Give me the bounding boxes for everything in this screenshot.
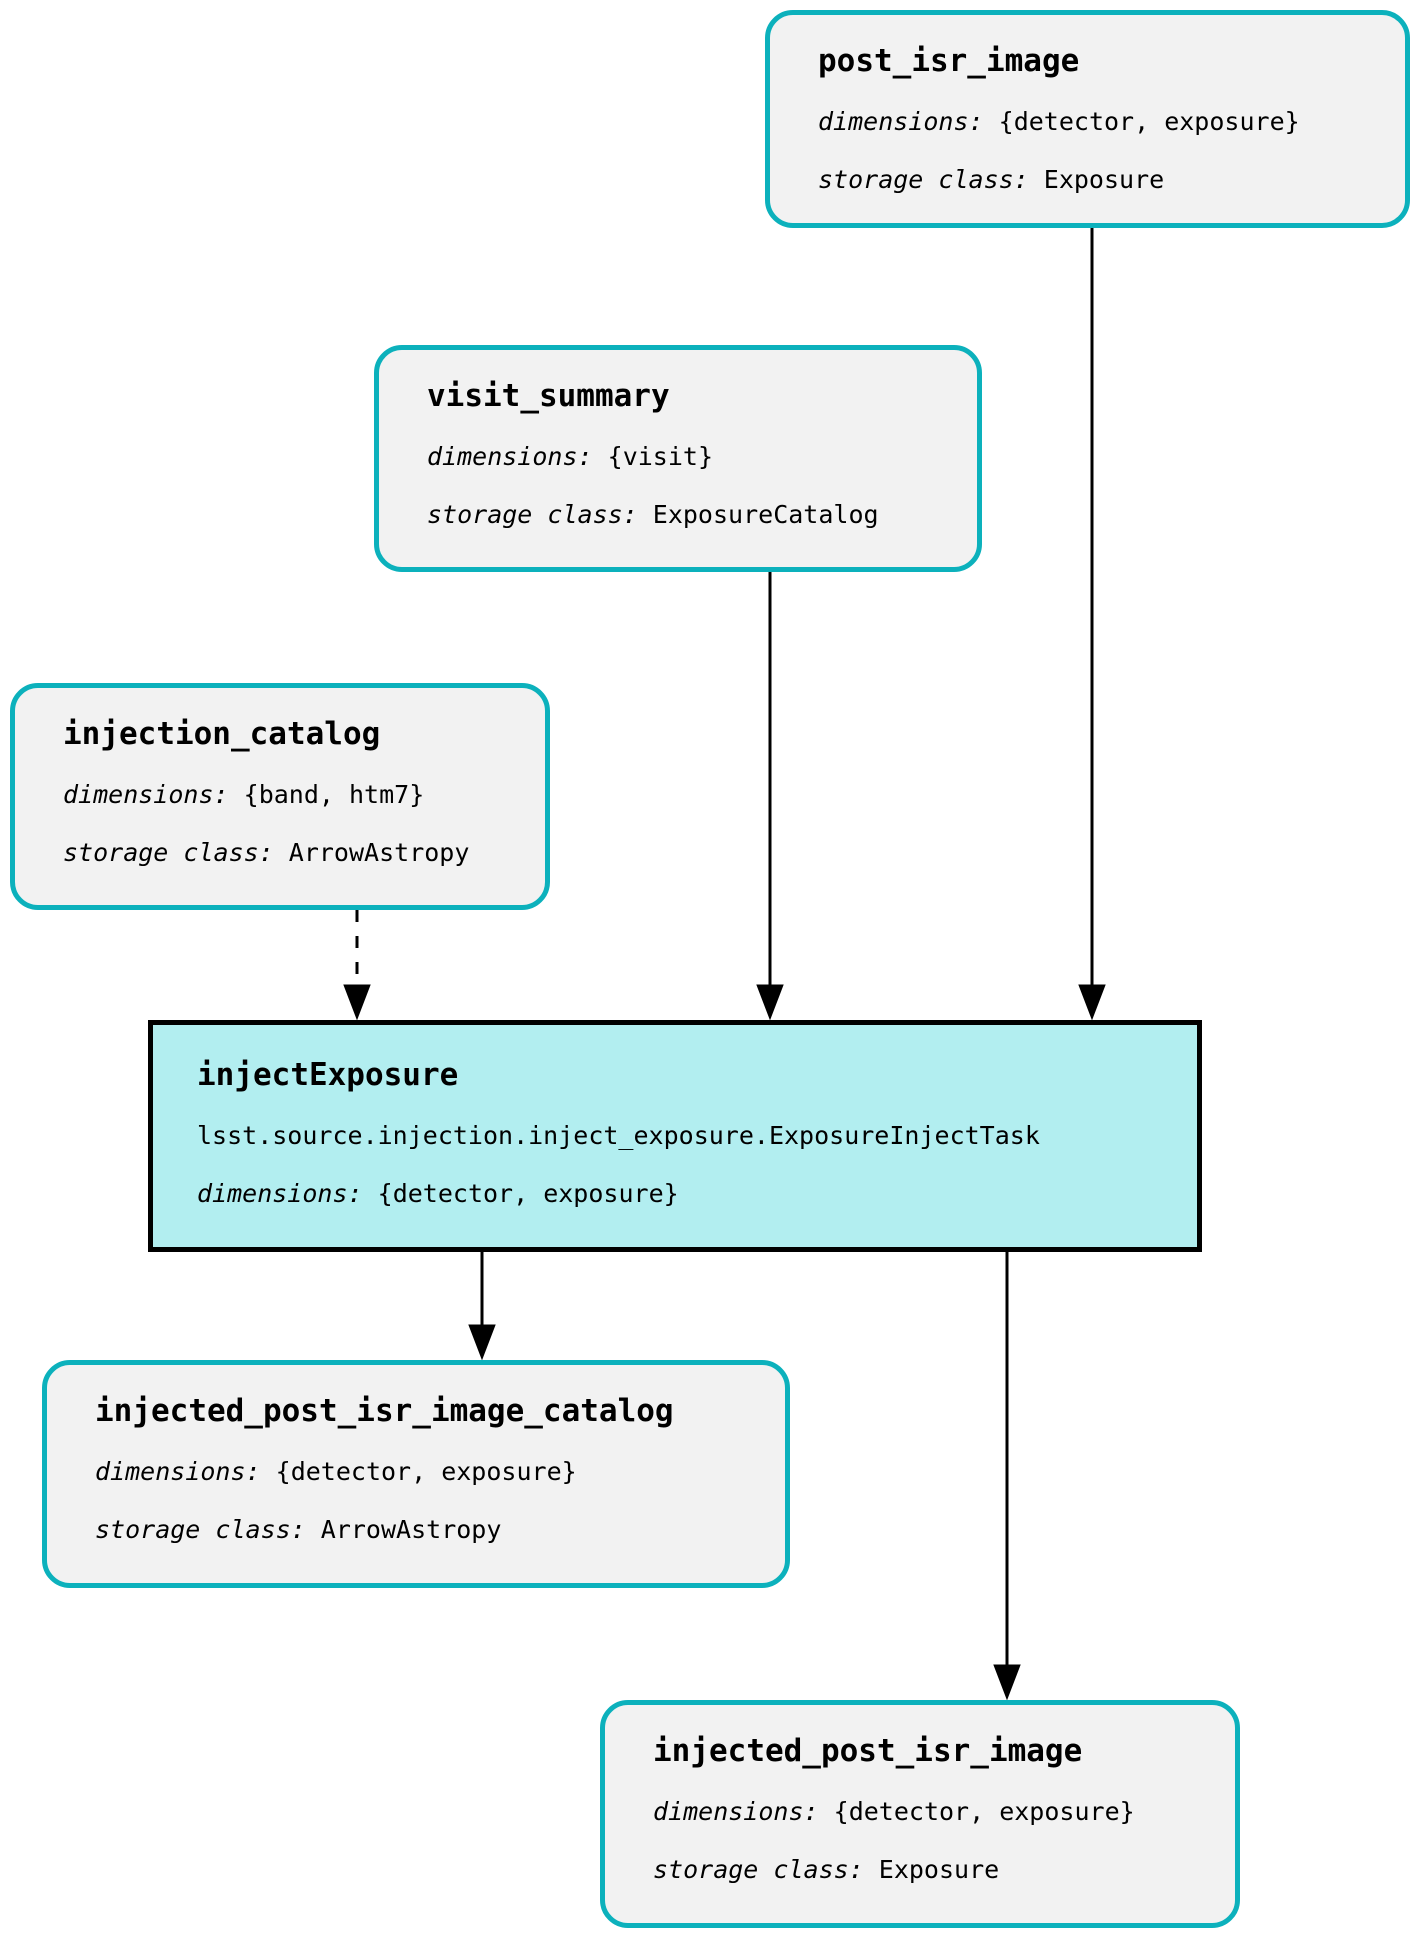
task-title: injectExposure [197, 1057, 459, 1093]
node-dimensions: dimensions: {detector, exposure} [818, 105, 1357, 139]
storage-class-label: storage class: [653, 1855, 864, 1884]
node-injectExposure-task: injectExposure lsst.source.injection.inj… [148, 1020, 1202, 1252]
storage-class-label: storage class: [427, 500, 638, 529]
edge-injectExposure-to-injected-post-isr-image [993, 1252, 1021, 1701]
node-title: post_isr_image [818, 43, 1080, 79]
dimensions-value: {detector, exposure} [275, 1457, 577, 1486]
node-injection-catalog: injection_catalog dimensions: {band, htm… [10, 683, 550, 910]
storage-class-label: storage class: [63, 838, 274, 867]
dimensions-label: dimensions: [197, 1179, 363, 1208]
storage-class-label: storage class: [95, 1515, 306, 1544]
storage-class-value: ArrowAstropy [320, 1515, 502, 1544]
node-storage-class: storage class: ArrowAstropy [95, 1513, 737, 1547]
node-storage-class: storage class: ArrowAstropy [63, 836, 497, 870]
dimensions-label: dimensions: [95, 1457, 261, 1486]
node-title: injected_post_isr_image [653, 1733, 1083, 1769]
dimensions-label: dimensions: [63, 780, 229, 809]
dimensions-value: {detector, exposure} [833, 1797, 1135, 1826]
storage-class-value: ExposureCatalog [652, 500, 879, 529]
dimensions-label: dimensions: [818, 107, 984, 136]
dimensions-value: {detector, exposure} [377, 1179, 679, 1208]
node-dimensions: dimensions: {band, htm7} [63, 778, 497, 812]
node-dimensions: dimensions: {detector, exposure} [95, 1455, 737, 1489]
node-dimensions: dimensions: {detector, exposure} [197, 1177, 1153, 1211]
edge-post-isr-image-to-injectExposure [1078, 228, 1106, 1021]
node-storage-class: storage class: ExposureCatalog [427, 498, 929, 532]
node-injected-post-isr-image-catalog: injected_post_isr_image_catalog dimensio… [42, 1360, 790, 1588]
dimensions-value: {band, htm7} [243, 780, 425, 809]
node-injected-post-isr-image: injected_post_isr_image dimensions: {det… [600, 1700, 1240, 1928]
dimensions-value: {detector, exposure} [998, 107, 1300, 136]
node-visit-summary: visit_summary dimensions: {visit} storag… [374, 345, 982, 572]
storage-class-label: storage class: [818, 165, 1029, 194]
dimensions-label: dimensions: [427, 442, 593, 471]
node-post-isr-image: post_isr_image dimensions: {detector, ex… [765, 10, 1410, 228]
node-storage-class: storage class: Exposure [818, 163, 1357, 197]
edge-visit-summary-to-injectExposure [756, 572, 784, 1021]
node-title: injection_catalog [63, 716, 381, 752]
edge-injectExposure-to-injected-post-isr-image-catalog [468, 1252, 496, 1361]
task-class: lsst.source.injection.inject_exposure.Ex… [197, 1121, 1040, 1150]
dimensions-value: {visit} [607, 442, 713, 471]
storage-class-value: ArrowAstropy [288, 838, 470, 867]
node-dimensions: dimensions: {visit} [427, 440, 929, 474]
dimensions-label: dimensions: [653, 1797, 819, 1826]
node-title: visit_summary [427, 378, 670, 414]
node-title: injected_post_isr_image_catalog [95, 1393, 674, 1429]
storage-class-value: Exposure [1043, 165, 1165, 194]
edge-injection-catalog-to-injectExposure [343, 910, 371, 1021]
node-dimensions: dimensions: {detector, exposure} [653, 1795, 1187, 1829]
node-storage-class: storage class: Exposure [653, 1853, 1187, 1887]
storage-class-value: Exposure [878, 1855, 1000, 1884]
